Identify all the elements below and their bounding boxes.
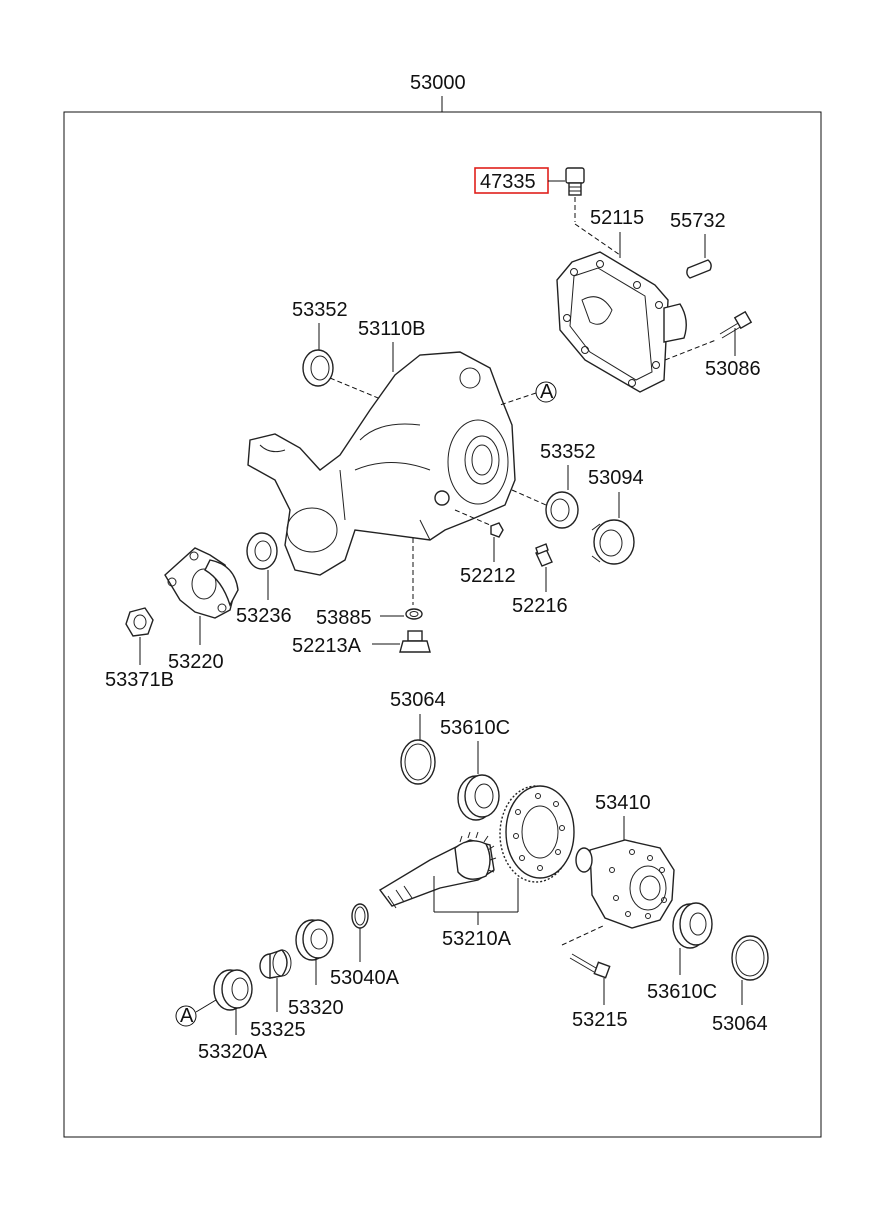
label-53325[interactable]: 53325 bbox=[250, 1019, 306, 1041]
bolt-53086-icon bbox=[719, 310, 753, 339]
bearing-53320-icon bbox=[295, 919, 334, 961]
differential-case-icon bbox=[575, 839, 675, 929]
oil-seal-right-icon bbox=[545, 491, 579, 529]
label-52216[interactable]: 52216 bbox=[512, 595, 568, 617]
pinion-gear-icon bbox=[378, 831, 497, 909]
side-seal-icon bbox=[591, 519, 635, 565]
label-53215[interactable]: 53215 bbox=[572, 1009, 628, 1031]
label-53086[interactable]: 53086 bbox=[705, 358, 761, 380]
shim-bottom-icon bbox=[731, 935, 769, 981]
label-52213A[interactable]: 52213A bbox=[292, 635, 362, 657]
label-53320A[interactable]: 53320A bbox=[198, 1041, 268, 1063]
label-53094[interactable]: 53094 bbox=[588, 467, 644, 489]
label-53210A[interactable]: 53210A bbox=[442, 928, 512, 950]
flange-seal-icon bbox=[246, 532, 278, 570]
washer-53885-icon bbox=[405, 608, 423, 620]
shim-top-icon bbox=[400, 739, 436, 785]
label-53110B[interactable]: 53110B bbox=[358, 318, 425, 340]
label-53220[interactable]: 53220 bbox=[168, 651, 224, 673]
lock-nut-icon bbox=[125, 607, 154, 637]
label-53236[interactable]: 53236 bbox=[236, 605, 292, 627]
label-53610C-top[interactable]: 53610C bbox=[440, 717, 510, 739]
carrier-housing-icon bbox=[247, 351, 516, 576]
drain-plug-icon bbox=[565, 167, 585, 196]
label-53064-bottom[interactable]: 53064 bbox=[712, 1013, 768, 1035]
label-53352-top[interactable]: 53352 bbox=[292, 299, 348, 321]
label-53064-top[interactable]: 53064 bbox=[390, 689, 446, 711]
label-53410[interactable]: 53410 bbox=[595, 792, 651, 814]
label-52212[interactable]: 52212 bbox=[460, 565, 516, 587]
label-53040A[interactable]: 53040A bbox=[330, 967, 400, 989]
bearing-53320a-icon bbox=[213, 969, 253, 1011]
label-53371B[interactable]: 53371B bbox=[105, 669, 174, 691]
drain-plug-52213a-icon bbox=[399, 630, 431, 653]
bearing-bottom-icon bbox=[672, 902, 713, 949]
companion-flange-icon bbox=[164, 547, 239, 619]
label-53610C-bottom[interactable]: 53610C bbox=[647, 981, 717, 1003]
oil-seal-top-icon bbox=[302, 349, 334, 387]
dowel-pin-icon bbox=[686, 259, 712, 279]
label-53320[interactable]: 53320 bbox=[288, 997, 344, 1019]
rear-cover-icon bbox=[556, 251, 687, 393]
label-assembly[interactable]: 53000 bbox=[410, 72, 466, 94]
label-52115[interactable]: 52115 bbox=[590, 207, 644, 229]
nut-52212-icon bbox=[490, 522, 504, 538]
bolt-53215-icon bbox=[569, 953, 611, 979]
label-55732[interactable]: 55732 bbox=[670, 210, 726, 232]
collapsible-spacer-icon bbox=[351, 903, 369, 929]
vent-plug-icon bbox=[535, 543, 553, 567]
label-53885[interactable]: 53885 bbox=[316, 607, 372, 629]
marker-a-bottom: A bbox=[180, 1005, 194, 1027]
ring-gear-icon bbox=[499, 785, 575, 883]
label-47335[interactable]: 47335 bbox=[480, 171, 536, 193]
marker-a-top: A bbox=[540, 381, 554, 403]
bearing-top-icon bbox=[457, 774, 500, 821]
spacer-53325-icon bbox=[259, 949, 292, 979]
label-53352-right[interactable]: 53352 bbox=[540, 441, 596, 463]
